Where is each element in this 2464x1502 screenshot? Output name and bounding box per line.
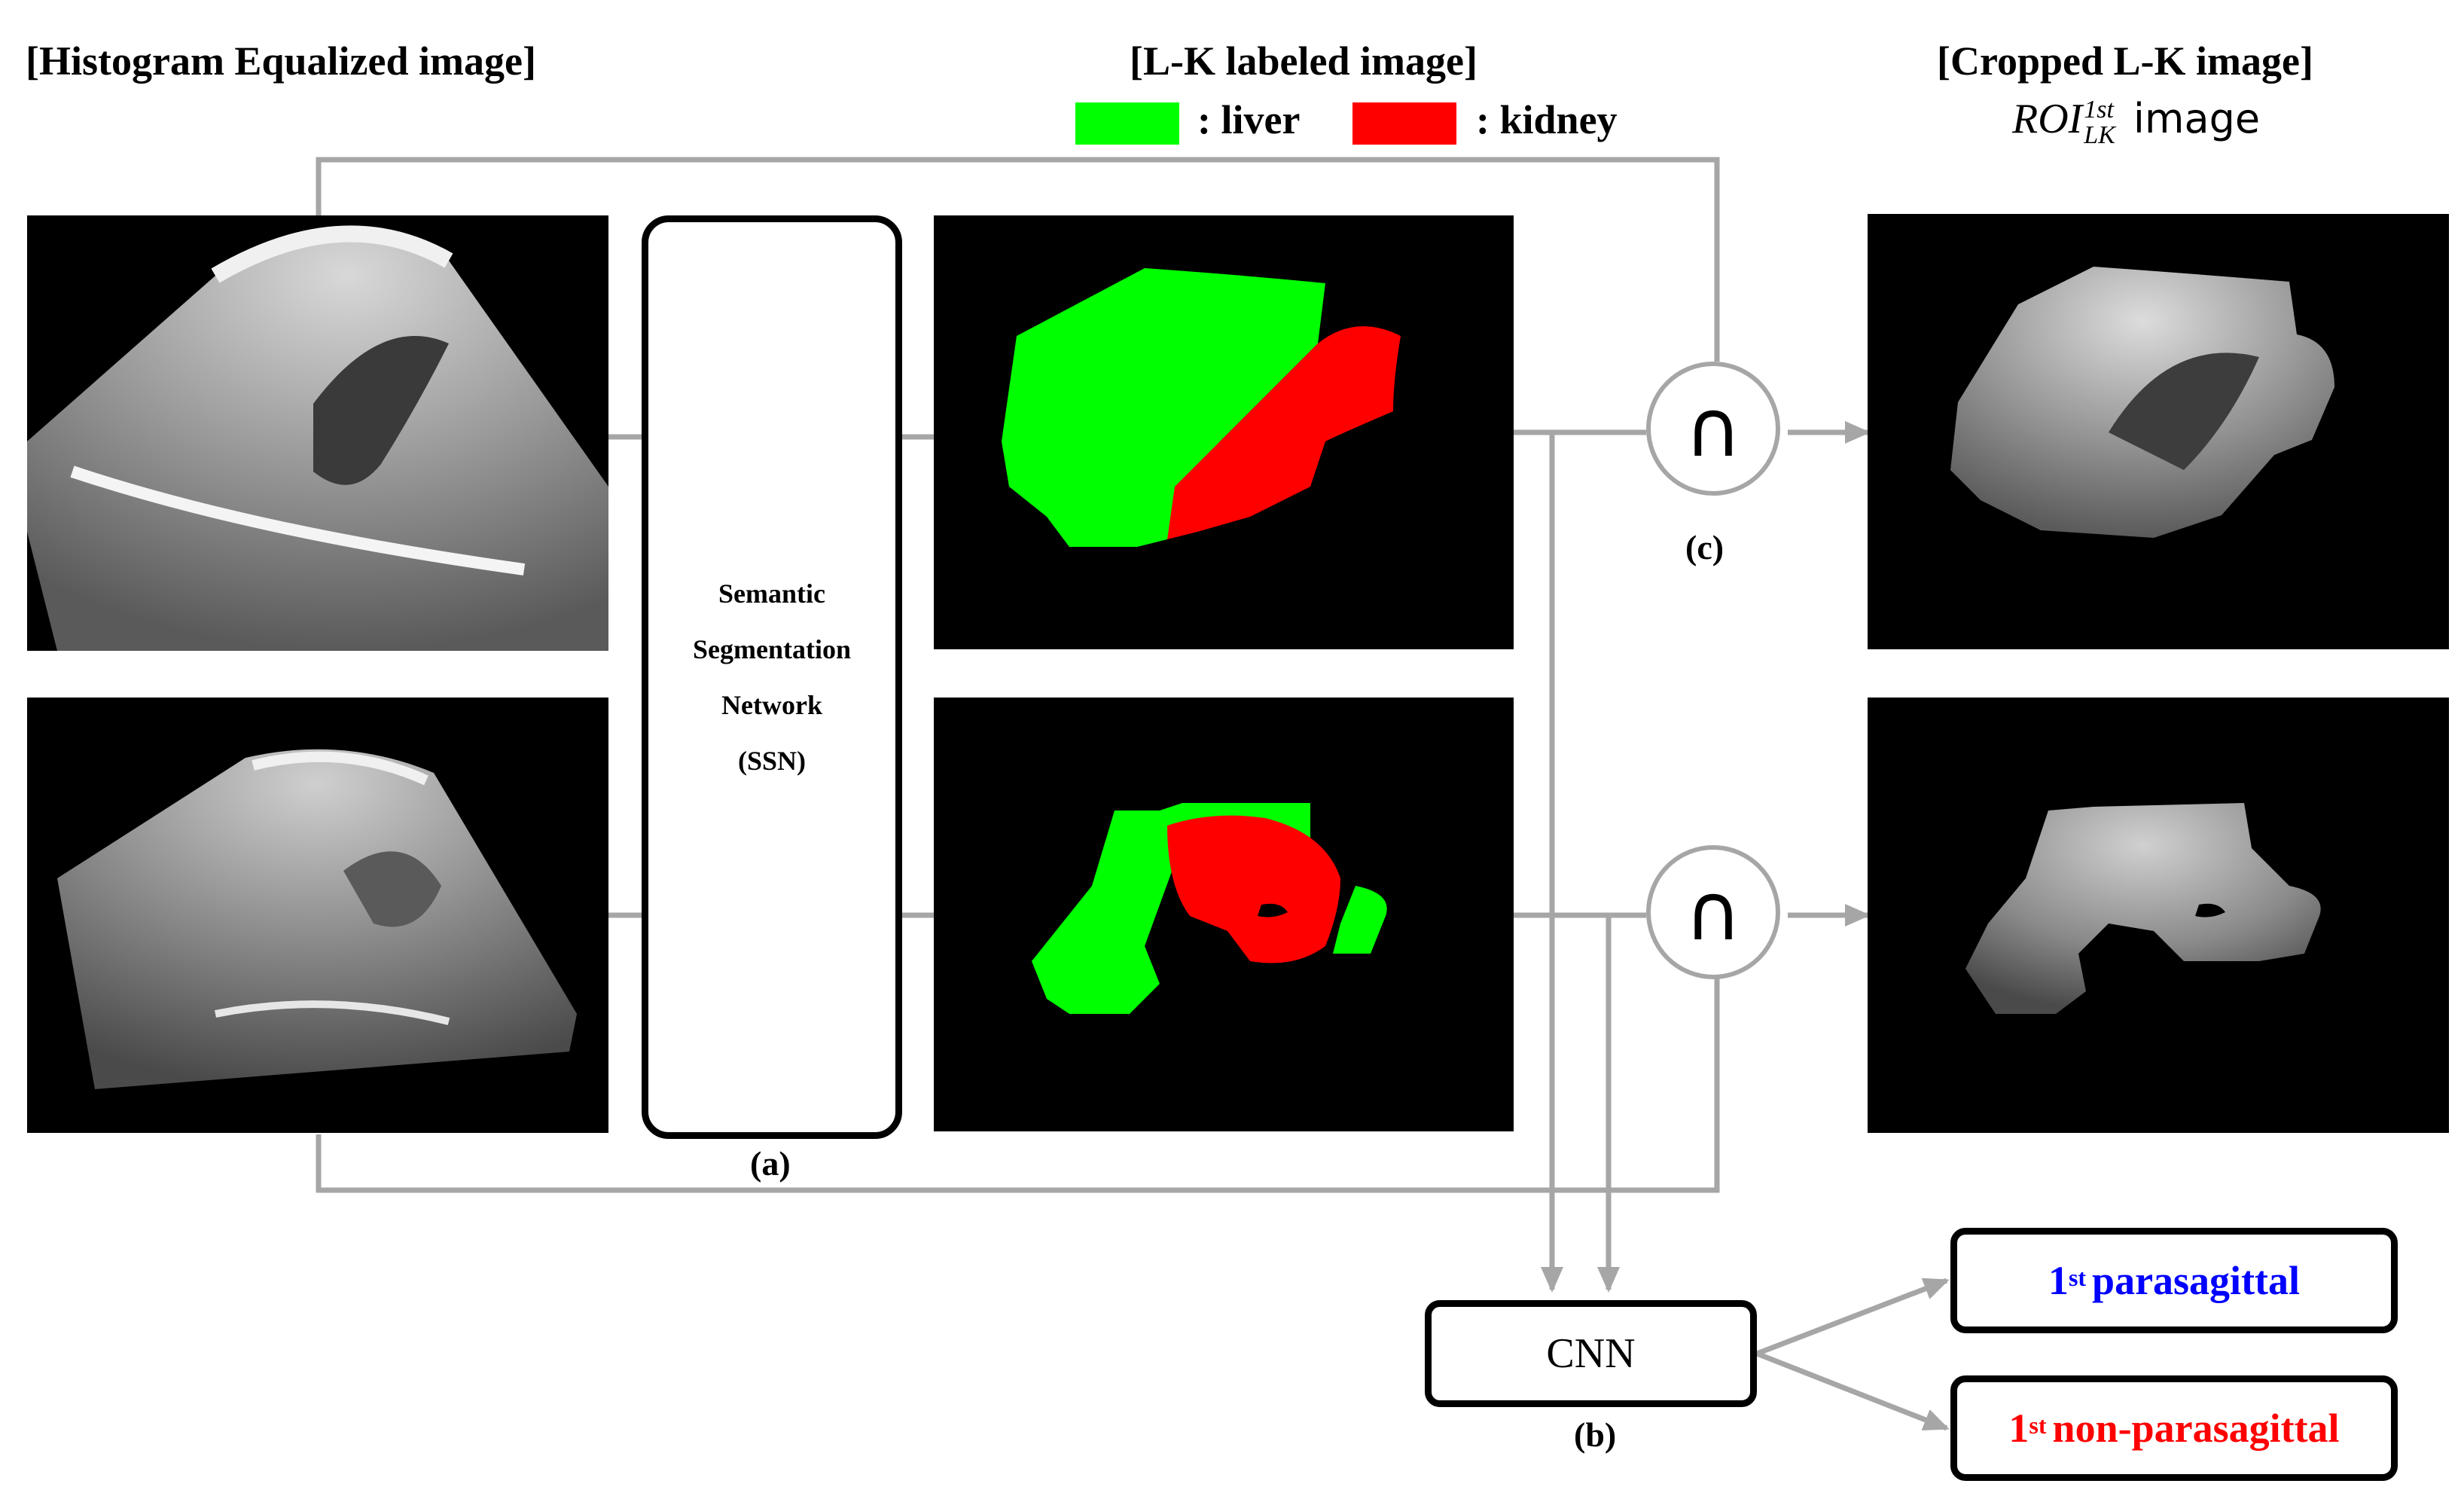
output-non-parasagittal-sup: st (2029, 1411, 2047, 1439)
tag-b: (b) (1574, 1415, 1617, 1454)
bypass-line-bottom (316, 978, 1720, 1193)
output-non-parasagittal-num: 1 (2008, 1406, 2029, 1451)
header-histogram-equalized: [Histogram Equalized image] (26, 38, 536, 84)
ssn-box: Semantic Segmentation Network (SSN) (642, 215, 902, 1139)
ultrasound-image-1 (27, 215, 608, 651)
tag-a: (a) (750, 1144, 791, 1183)
arrow-cnn-out2 (1755, 1351, 1950, 1431)
ssn-line-2: Segmentation (693, 634, 851, 664)
cnn-box: CNN (1425, 1300, 1757, 1407)
cnn-label: CNN (1546, 1330, 1636, 1377)
intersection-node-2: ∩ (1646, 845, 1780, 979)
bypass-line-top (316, 157, 1720, 362)
roi-subscript: LK (2084, 121, 2115, 150)
ssn-line-1: Semantic (718, 579, 825, 609)
roi-suffix: image (2133, 95, 2261, 142)
ultrasound-image-2 (27, 698, 608, 1133)
intersection-node-1: ∩ (1646, 362, 1780, 496)
ssn-line-4: (SSN) (737, 746, 807, 776)
intersection-symbol-1: ∩ (1684, 383, 1743, 475)
output-parasagittal-sup: st (2068, 1263, 2087, 1291)
legend-swatch-kidney (1352, 102, 1456, 145)
output-parasagittal-text: parasagittal (2092, 1258, 2301, 1303)
legend-swatch-liver (1075, 102, 1179, 145)
labeled-image-2 (934, 698, 1514, 1131)
header-cropped-lk: [Cropped L-K image] (1937, 38, 2313, 84)
roi-base: ROI (2012, 96, 2083, 142)
header-lk-labeled: [L-K labeled image] (1130, 38, 1477, 84)
output-non-parasagittal-text: non-parasagittal (2052, 1406, 2340, 1451)
roi-superscript: 1st (2084, 96, 2114, 124)
cropped-image-1 (1868, 214, 2449, 649)
intersection-symbol-2: ∩ (1684, 866, 1743, 958)
roi-label: ROI 1st LK image (2012, 95, 2260, 148)
cropped-image-2 (1868, 698, 2449, 1133)
ssn-label: Semantic Segmentation Network (SSN) (648, 222, 895, 1132)
labeled-image-1 (934, 215, 1514, 649)
output-parasagittal-num: 1 (2048, 1258, 2069, 1303)
tag-c: (c) (1685, 528, 1724, 566)
legend-label-liver: : liver (1197, 97, 1301, 142)
legend-label-kidney: : kidney (1476, 97, 1618, 142)
arrow-cnn-out1 (1755, 1278, 1950, 1357)
ssn-line-3: Network (721, 690, 822, 720)
